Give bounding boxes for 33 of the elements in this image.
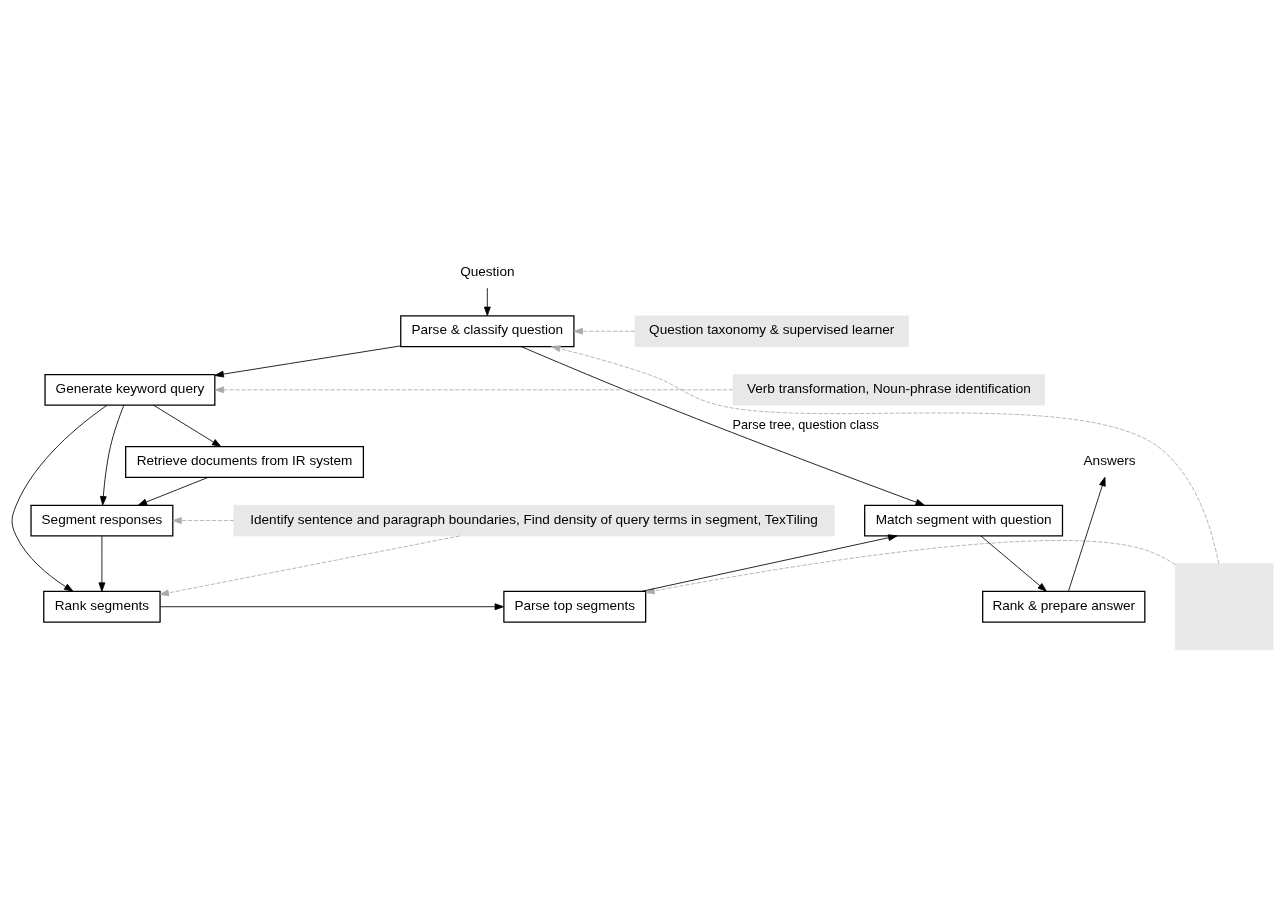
node-box: Rank segments [43, 590, 161, 623]
arrow [980, 535, 1047, 592]
node-text: Answers [1083, 452, 1136, 468]
node-box [1174, 562, 1274, 650]
arrow [11, 404, 108, 592]
arrow [1068, 476, 1106, 592]
arrow [159, 602, 504, 610]
arrow [573, 327, 636, 335]
arrow [99, 404, 125, 505]
node-box: Parse top segments [503, 590, 647, 623]
node-text: Question [460, 263, 515, 279]
arrow [137, 476, 209, 506]
edge-label: Parse tree, question class [732, 416, 879, 432]
arrow [641, 533, 898, 592]
arrow [214, 345, 401, 377]
arrow [214, 385, 734, 393]
arrow [551, 344, 1220, 564]
node-box: Retrieve documents from IR system [125, 445, 365, 478]
arrow [172, 516, 235, 524]
node-box: Segment responses [30, 504, 174, 536]
node-box: Match segment with question [864, 504, 1064, 536]
node-box: Identify sentence and paragraph boundaries, Find density of query terms in segment, TexTiling [233, 504, 835, 536]
arrow [153, 404, 222, 447]
arrow [98, 535, 106, 592]
node-box: Parse & classify question [400, 314, 575, 347]
arrow [159, 534, 461, 596]
node-box: Question taxonomy & supervised learner [634, 315, 909, 347]
node-box: Generate keyword query [44, 373, 216, 406]
node-box: Rank & prepare answer [982, 590, 1146, 623]
arrow [520, 345, 925, 506]
arrow [645, 539, 1176, 594]
arrow [483, 287, 491, 316]
node-box: Verb transformation, Noun-phrase identification [732, 373, 1046, 406]
